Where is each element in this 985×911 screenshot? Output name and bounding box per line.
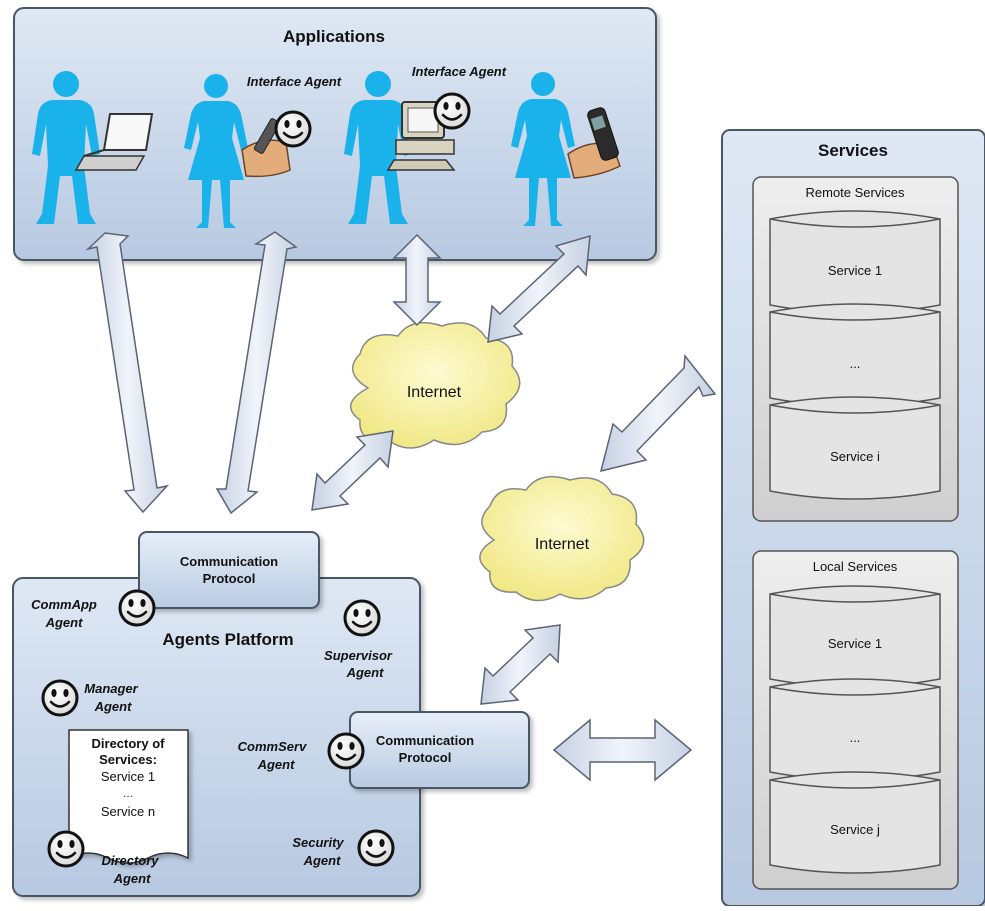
arrow-user2-to-platform <box>215 231 298 515</box>
supervisor-agent: Supervisor Agent <box>324 599 393 680</box>
user-pda-figure <box>184 74 312 228</box>
security-agent: Security Agent <box>292 829 395 868</box>
user-laptop-figure <box>32 71 154 224</box>
internet-label-bottom: Internet <box>535 536 590 553</box>
remote-service-ellipsis-label: ... <box>850 356 861 371</box>
commapp-agent-line2: Agent <box>45 615 84 630</box>
remote-service-1-label: Service 1 <box>828 263 882 278</box>
supervisor-agent-smiley <box>343 599 381 637</box>
internet-label-top: Internet <box>407 384 462 401</box>
directory-item-n: Service n <box>101 804 155 819</box>
security-agent-smiley <box>357 829 395 867</box>
manager-agent: Manager Agent <box>41 679 139 717</box>
internet-cloud-top: Internet <box>350 321 521 449</box>
commapp-agent-line1: CommApp <box>31 597 97 612</box>
remote-service-i: Service i <box>769 396 941 500</box>
services-panel: Services Remote Services Service 1 ... S… <box>721 129 985 907</box>
local-service-ellipsis-label: ... <box>850 730 861 745</box>
local-service-j-label: Service j <box>830 822 880 837</box>
commapp-agent-smiley <box>118 589 156 627</box>
manager-agent-smiley <box>41 679 79 717</box>
arrows-layer <box>85 231 717 782</box>
comm-protocol-right-line1: Communication <box>376 733 474 748</box>
communication-protocol-top: Communication Protocol <box>138 531 320 609</box>
arrow-protocol-to-local-services <box>552 718 693 782</box>
commserv-agent-line2: Agent <box>257 757 296 772</box>
hand-pda-icon <box>241 118 291 178</box>
commserv-agent-line1: CommServ <box>238 739 307 754</box>
manager-agent-line1: Manager <box>84 681 138 696</box>
supervisor-agent-line1: Supervisor <box>324 648 393 663</box>
local-services-title: Local Services <box>813 559 898 574</box>
manager-agent-line2: Agent <box>94 699 133 714</box>
services-title: Services <box>818 141 888 160</box>
security-agent-line2: Agent <box>303 853 342 868</box>
directory-agent-smiley <box>47 830 85 868</box>
comm-protocol-top-line2: Protocol <box>203 571 256 586</box>
comm-protocol-top-line1: Communication <box>180 554 278 569</box>
arrow-internet-to-remote-services <box>599 354 717 473</box>
communication-protocol-right: Communication Protocol <box>349 711 530 789</box>
directory-of-services-document: Directory of Services: Service 1 ... Ser… <box>68 729 189 864</box>
interface-agent-smiley-2 <box>433 92 471 130</box>
interface-agent-smiley-1 <box>274 110 312 148</box>
hand-phone-icon <box>567 107 621 179</box>
commserv-agent-smiley <box>327 732 365 770</box>
supervisor-agent-line2: Agent <box>346 665 385 680</box>
agents-platform-title: Agents Platform <box>162 630 293 649</box>
local-service-1: Service 1 <box>769 585 941 688</box>
directory-item-ellipsis: ... <box>123 786 133 800</box>
remote-service-1: Service 1 <box>769 210 941 314</box>
directory-title-line1: Directory of <box>92 736 166 751</box>
remote-service-i-label: Service i <box>830 449 880 464</box>
directory-agent-line2: Agent <box>113 871 152 886</box>
local-services-group: Local Services Service 1 ... Service j <box>752 550 959 890</box>
interface-agent-label-2: Interface Agent <box>412 64 507 79</box>
remote-services-group: Remote Services Service 1 ... Service i <box>752 176 959 522</box>
arrow-user4-to-internet <box>487 234 591 343</box>
commapp-agent: CommApp Agent <box>31 589 156 630</box>
arrow-user3-to-internet <box>392 233 442 327</box>
directory-agent-line1: Directory <box>101 853 159 868</box>
security-agent-line1: Security <box>292 835 344 850</box>
interface-agent-label-1: Interface Agent <box>247 74 342 89</box>
user-phone-figure <box>511 72 621 226</box>
applications-panel: Applications Interface Agent Interface A… <box>13 7 657 261</box>
local-service-j: Service j <box>769 771 941 874</box>
commserv-agent: CommServ Agent <box>238 732 365 772</box>
arrow-internet-to-platform <box>311 430 394 511</box>
laptop-icon <box>74 113 154 171</box>
directory-title-line2: Services: <box>99 752 157 767</box>
directory-item-1: Service 1 <box>101 769 155 784</box>
comm-protocol-right-line2: Protocol <box>399 750 452 765</box>
directory-agent: Directory Agent <box>47 830 159 886</box>
local-service-ellipsis: ... <box>769 678 941 781</box>
arrow-user1-to-platform <box>85 232 170 514</box>
applications-title: Applications <box>283 27 385 46</box>
user-desktop-figure <box>344 71 471 224</box>
internet-cloud-bottom: Internet <box>479 475 645 602</box>
local-service-1-label: Service 1 <box>828 636 882 651</box>
remote-service-ellipsis: ... <box>769 303 941 407</box>
remote-services-title: Remote Services <box>806 185 905 200</box>
desktop-computer-icon <box>386 101 456 171</box>
arrow-internet-to-platform-right <box>480 624 561 705</box>
